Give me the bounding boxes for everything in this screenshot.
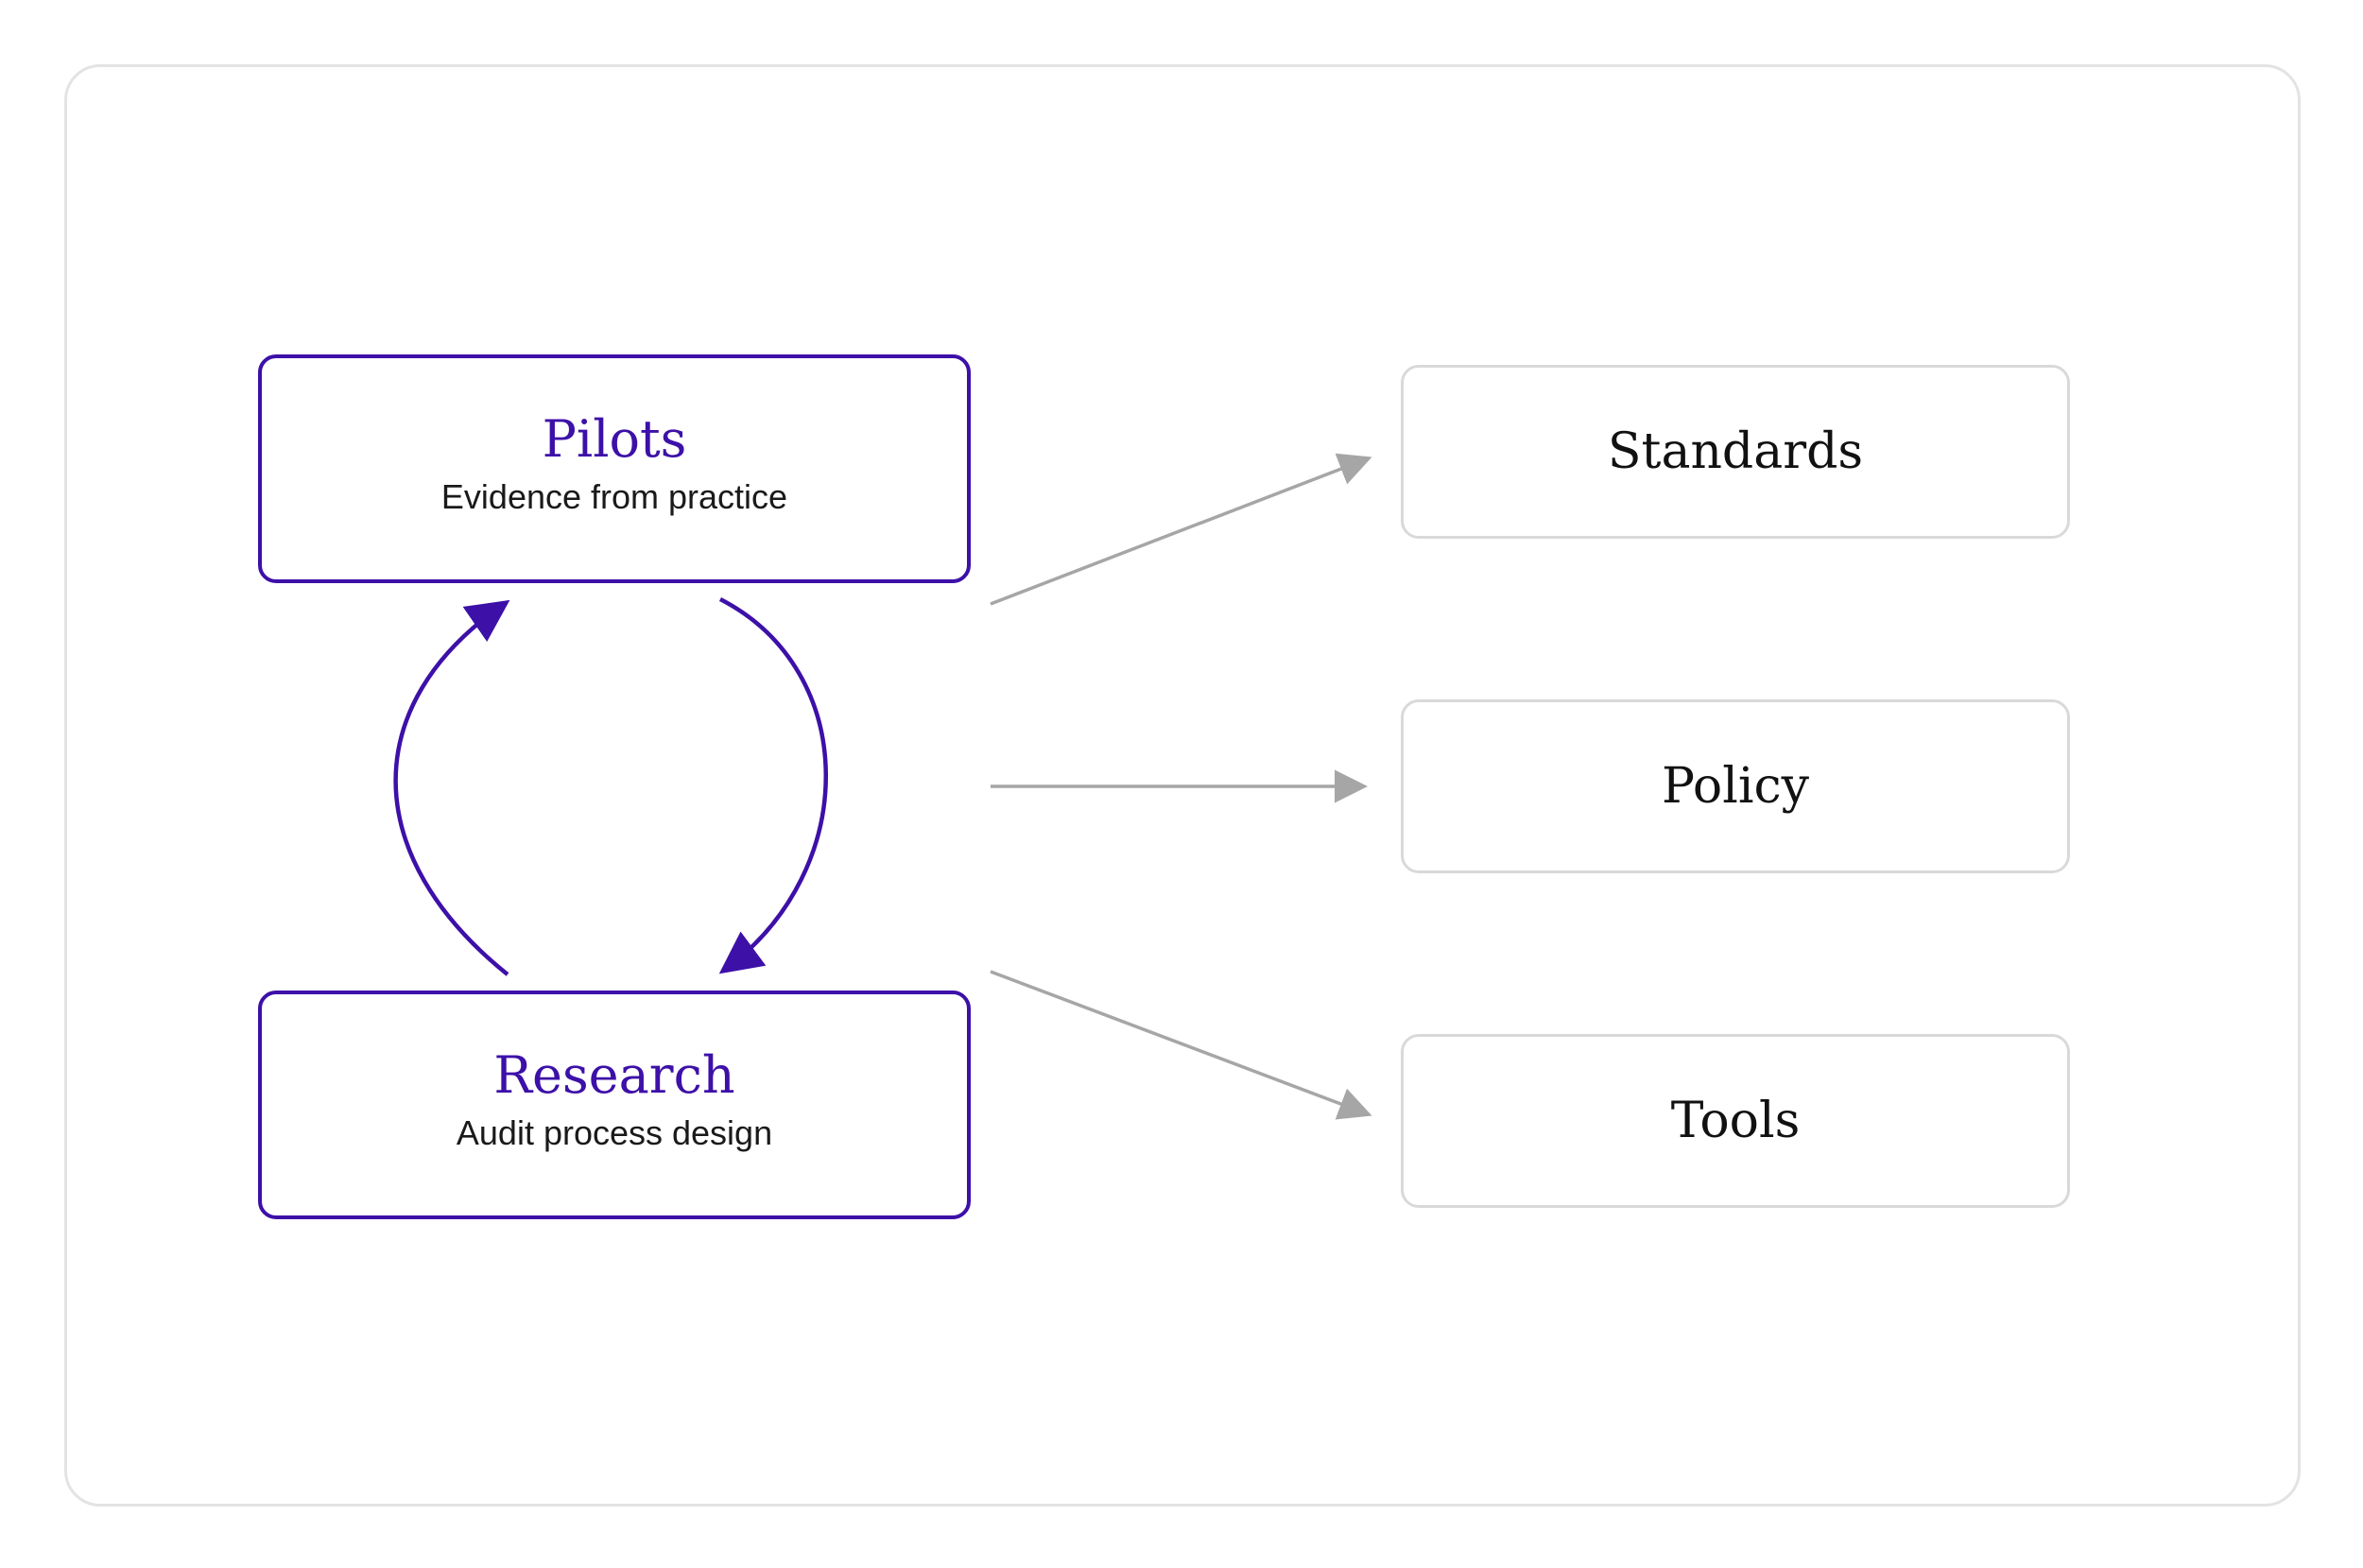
standards-box: Standards xyxy=(1401,365,2070,539)
research-title: Research xyxy=(493,1045,735,1106)
policy-label: Policy xyxy=(1662,758,1809,815)
policy-box: Policy xyxy=(1401,699,2070,873)
pilots-box: Pilots Evidence from practice xyxy=(258,354,971,583)
tools-box: Tools xyxy=(1401,1034,2070,1208)
pilots-title: Pilots xyxy=(542,409,687,470)
research-box: Research Audit process design xyxy=(258,991,971,1219)
tools-label: Tools xyxy=(1670,1093,1801,1149)
standards-label: Standards xyxy=(1607,423,1864,480)
pilots-subtitle: Evidence from practice xyxy=(440,476,788,516)
research-subtitle: Audit process design xyxy=(456,1112,773,1152)
